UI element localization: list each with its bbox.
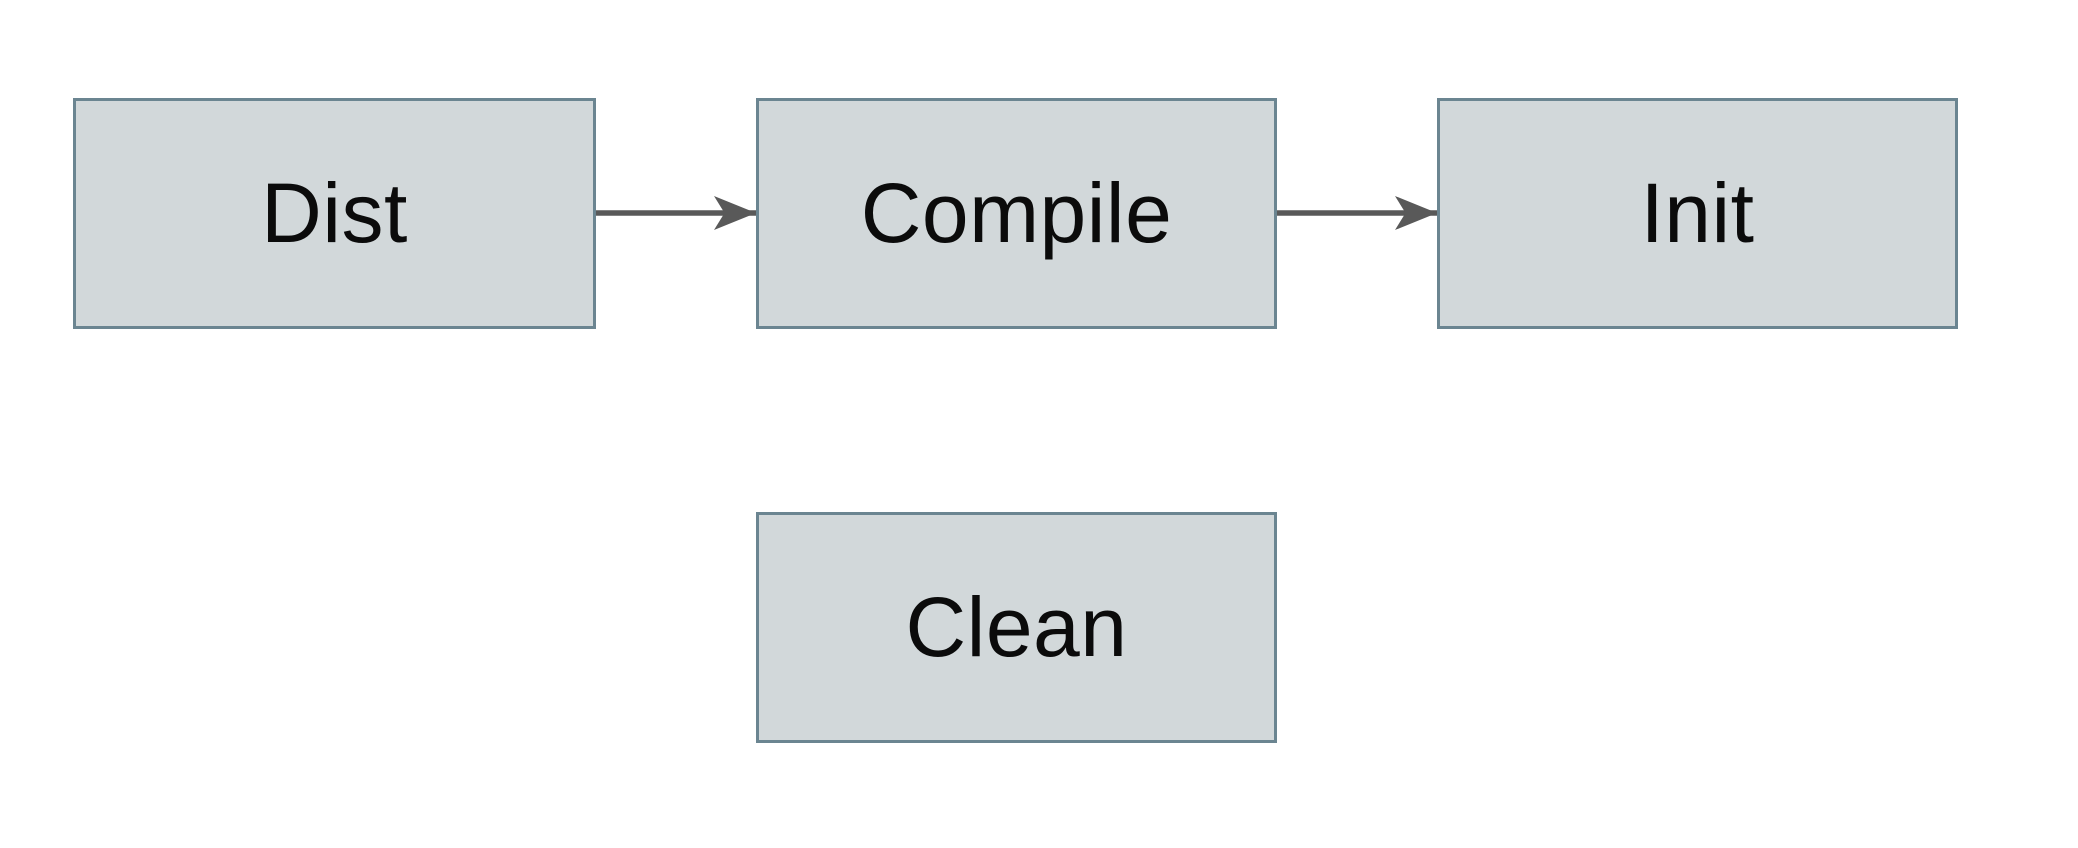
node-clean-label: Clean xyxy=(905,580,1128,674)
node-compile-label: Compile xyxy=(860,166,1173,260)
node-compile: Compile xyxy=(756,98,1277,329)
node-init: Init xyxy=(1437,98,1958,329)
node-dist: Dist xyxy=(73,98,596,329)
node-init-label: Init xyxy=(1640,166,1755,260)
node-clean: Clean xyxy=(756,512,1277,743)
node-dist-label: Dist xyxy=(261,166,408,260)
